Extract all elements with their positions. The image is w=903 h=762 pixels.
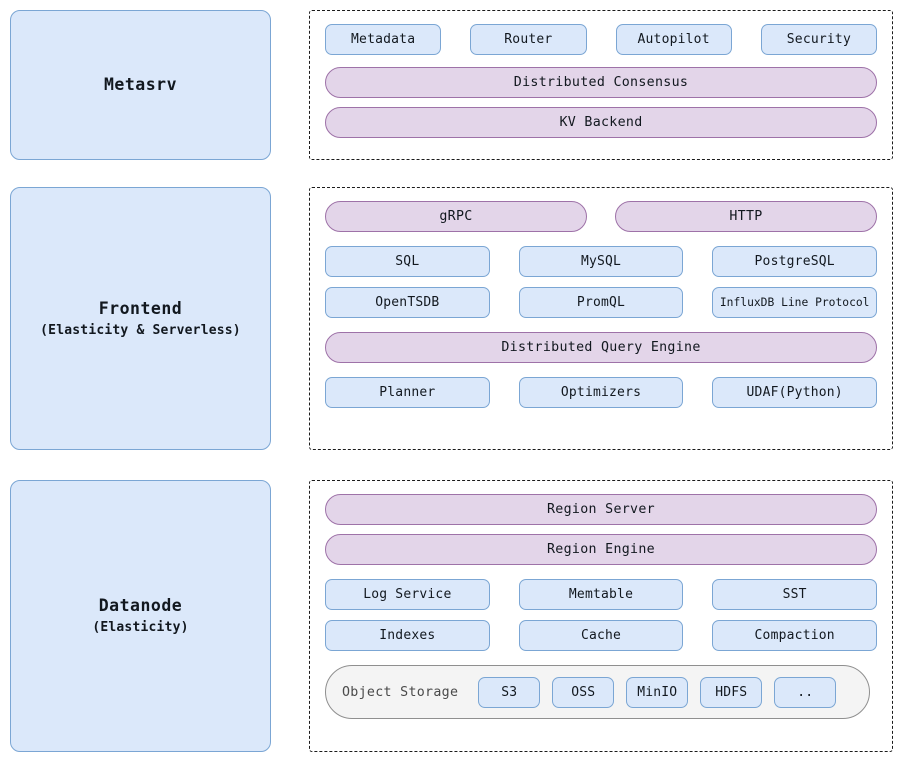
role-box-datanode[interactable]: Datanode (Elasticity) [10,480,271,752]
component-distributed-query-engine[interactable]: Distributed Query Engine [325,332,877,363]
component-log-service[interactable]: Log Service [325,579,490,610]
component-row: Indexes Cache Compaction [325,620,878,651]
component-memtable[interactable]: Memtable [518,579,684,610]
component-http[interactable]: HTTP [615,201,877,232]
storage-option-s3[interactable]: S3 [478,676,541,708]
component-region-engine[interactable]: Region Engine [325,534,877,565]
role-subtitle: (Elasticity & Serverless) [40,322,241,338]
role-subtitle: (Elasticity) [92,620,189,636]
component-compaction[interactable]: Compaction [712,620,878,651]
component-distributed-consensus[interactable]: Distributed Consensus [325,67,877,98]
component-cache[interactable]: Cache [518,620,684,651]
component-row: Distributed Query Engine [325,332,877,363]
component-autopilot[interactable]: Autopilot [615,24,732,55]
component-row: Object Storage S3 OSS MinIO HDFS .. [325,665,877,719]
component-mysql[interactable]: MySQL [518,246,684,277]
component-row: Log Service Memtable SST [325,579,878,610]
component-kv-backend[interactable]: KV Backend [325,107,877,138]
panel-metasrv: Metadata Router Autopilot Security Distr… [309,10,893,160]
component-row: Region Server [325,494,877,525]
component-influxdb-line-protocol[interactable]: InfluxDB Line Protocol [712,287,878,318]
component-optimizers[interactable]: Optimizers [518,377,684,408]
role-box-frontend[interactable]: Frontend (Elasticity & Serverless) [10,187,271,450]
object-storage-label: Object Storage [342,684,459,700]
component-row: gRPC HTTP [325,201,877,232]
component-row: Distributed Consensus [325,67,877,98]
component-sql[interactable]: SQL [325,246,490,277]
object-storage-group: Object Storage S3 OSS MinIO HDFS .. [325,665,870,719]
role-box-metasrv[interactable]: Metasrv [10,10,271,160]
component-row: Metadata Router Autopilot Security [325,24,877,55]
component-postgresql[interactable]: PostgreSQL [712,246,878,277]
panel-datanode: Region Server Region Engine Log Service … [309,480,893,752]
component-promql[interactable]: PromQL [518,287,684,318]
component-udaf-python[interactable]: UDAF(Python) [712,377,878,408]
storage-option-minio[interactable]: MinIO [626,676,689,708]
storage-option-more[interactable]: .. [774,676,837,708]
component-planner[interactable]: Planner [325,377,490,408]
component-row: SQL MySQL PostgreSQL [325,246,878,277]
component-metadata[interactable]: Metadata [325,24,442,55]
storage-option-hdfs[interactable]: HDFS [700,676,763,708]
component-grpc[interactable]: gRPC [325,201,587,232]
component-opentsdb[interactable]: OpenTSDB [325,287,490,318]
component-row: Planner Optimizers UDAF(Python) [325,377,878,408]
component-row: OpenTSDB PromQL InfluxDB Line Protocol [325,287,878,318]
panel-frontend: gRPC HTTP SQL MySQL PostgreSQL OpenTSDB … [309,187,893,450]
storage-option-oss[interactable]: OSS [552,676,615,708]
component-region-server[interactable]: Region Server [325,494,877,525]
component-sst[interactable]: SST [712,579,878,610]
component-security[interactable]: Security [760,24,877,55]
role-title: Frontend [98,298,183,318]
component-row: Region Engine [325,534,877,565]
component-router[interactable]: Router [470,24,587,55]
role-title: Metasrv [103,75,178,95]
component-row: KV Backend [325,107,877,138]
component-indexes[interactable]: Indexes [325,620,490,651]
role-title: Datanode [98,596,183,616]
